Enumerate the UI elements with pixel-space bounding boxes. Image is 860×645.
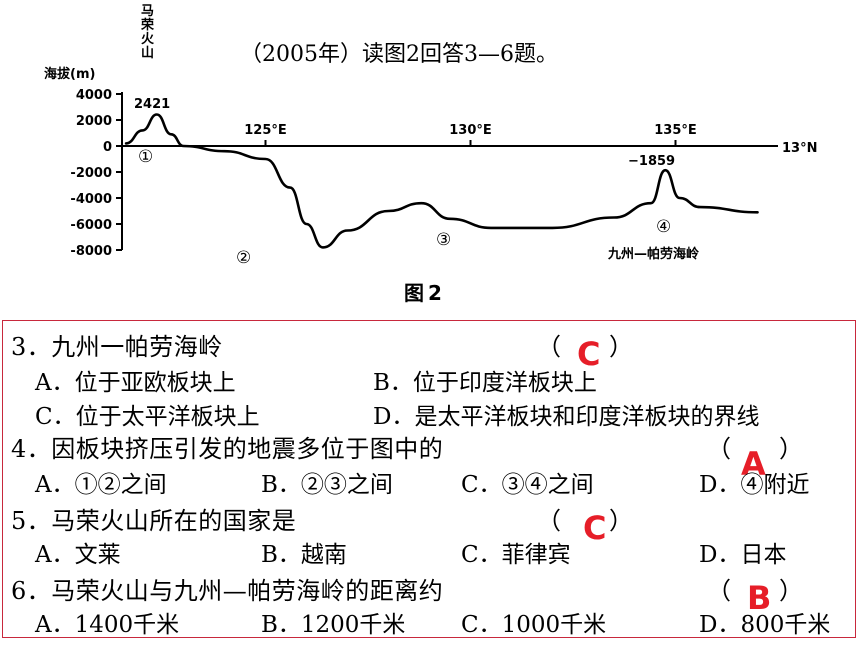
y-tick-label: 4000 [76,88,112,103]
question-3-text: 3．九州一帕劳海岭 [11,333,223,361]
question-6-option-d: D．800千米 [699,612,831,638]
latitude-label: 13°N [782,141,817,156]
y-tick-label: 2000 [76,114,112,129]
y-tick-label: -6000 [70,218,112,233]
question-6-option-b: B．1200千米 [261,612,406,638]
question-5-option-a: A．文莱 [35,542,121,568]
question-5-answer: C [583,509,607,547]
question-5-text: 5．马荣火山所在的国家是 [11,507,297,535]
y-tick-label: -4000 [70,192,112,207]
page-title: （2005年）读图2回答3—6题。 [240,42,558,67]
x-tick-label: 125°E [244,123,287,138]
marker-3: ③ [436,230,451,250]
y-tick-label: -2000 [70,166,112,181]
question-5-answer-blank: （ ） [537,507,633,535]
ridge-elevation-label: −1859 [628,154,675,169]
cross-section-diagram: 马荣火山 海拔(m) 4000 2000 0 -2000 -4000 -6000 -8000… [44,4,817,305]
question-6-answer-blank: （ ） [707,577,803,605]
ridge-name-label: 九州—帕劳海岭 [607,246,699,262]
question-4-text: 4．因板块挤压引发的地震多位于图中的 [11,435,444,463]
question-4-option-d: D．④附近 [699,472,810,498]
question-4-option-c: C．③④之间 [461,472,594,498]
y-tick-label: 0 [103,140,112,155]
marker-1: ① [138,147,153,167]
question-3-answer: C [577,335,601,373]
marker-2: ② [236,248,251,268]
question-4-answer: A [741,445,766,483]
terrain-profile-line [124,113,759,249]
question-3-option-d: D．是太平洋板块和印度洋板块的界线 [373,404,760,430]
question-6-option-a: A．1400千米 [35,612,180,638]
question-4-option-b: B．②③之间 [261,472,393,498]
question-5-option-d: D．日本 [699,542,787,568]
question-3-option-c: C．位于太平洋板块上 [35,404,260,430]
question-4-option-a: A．①②之间 [35,472,167,498]
y-axis-label: 海拔(m) [44,66,95,82]
peak-elevation-label: 2421 [134,97,170,112]
questions-panel: 3．九州一帕劳海岭 （ ） C A．位于亚欧板块上 B．位于印度洋板块上 C．位… [2,320,856,638]
question-3-option-a: A．位于亚欧板块上 [35,370,236,396]
question-6-answer: B [747,579,772,617]
question-6-option-c: C．1000千米 [461,612,607,638]
question-5-option-c: C．菲律宾 [461,542,571,568]
question-5-option-b: B．越南 [261,542,347,568]
volcano-label: 马荣火山 [140,4,155,61]
figure-caption: 图2 [404,281,446,305]
y-tick-label: -8000 [70,244,112,259]
question-6-text: 6．马荣火山与九州—帕劳海岭的距离约 [11,577,444,605]
x-tick-label: 135°E [654,123,697,138]
x-tick-label: 130°E [449,123,492,138]
marker-4: ④ [656,217,671,237]
question-3-answer-blank: （ ） [537,333,633,361]
question-3-option-b: B．位于印度洋板块上 [373,370,597,396]
question-4-answer-blank: （ ） [707,435,803,463]
